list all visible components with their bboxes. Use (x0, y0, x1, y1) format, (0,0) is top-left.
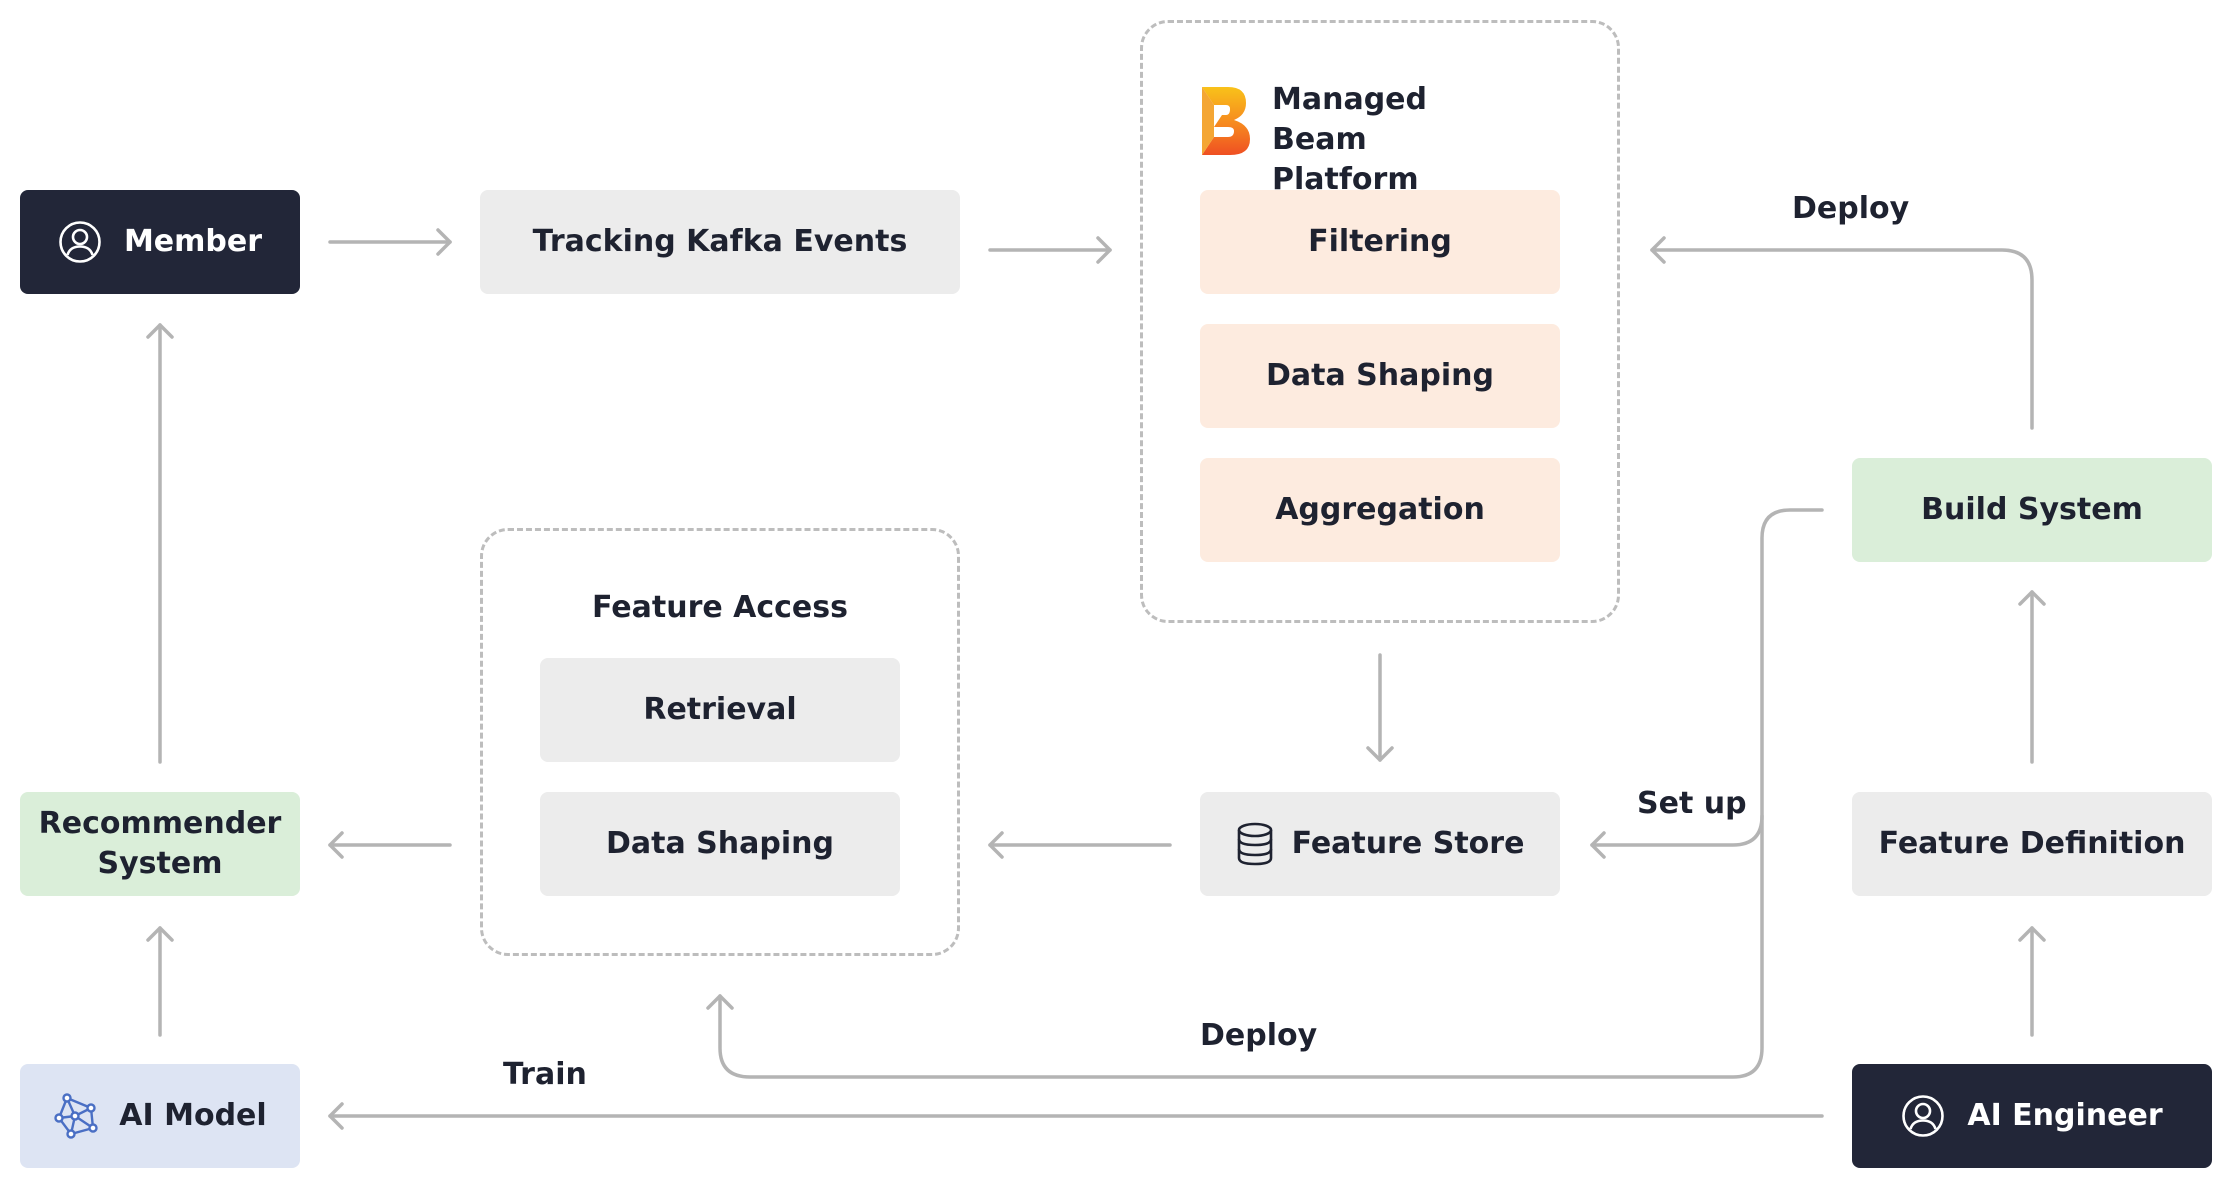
edge-feature-store-to-access (988, 831, 1172, 859)
beam-data-shaping-node: Data Shaping (1200, 324, 1560, 428)
beam-data-shaping-label: Data Shaping (1266, 357, 1494, 393)
edge-model-to-recommender (146, 926, 174, 1037)
beam-logo (1202, 87, 1250, 155)
ai-model-label: AI Model (119, 1097, 267, 1133)
member-label: Member (123, 223, 263, 259)
feature-definition-label: Feature Definition (1878, 825, 2186, 861)
feature-store-label: Feature Store (1291, 825, 1525, 861)
member-node: Member (20, 190, 300, 294)
aggregation-label: Aggregation (1275, 491, 1485, 527)
recommender-system-node: Recommender System (20, 792, 300, 896)
filtering-node: Filtering (1200, 190, 1560, 294)
network-model-icon (53, 1092, 101, 1140)
database-icon (1236, 822, 1274, 866)
edge-engineer-to-model (328, 1102, 1824, 1130)
beam-platform-group (1140, 20, 1620, 623)
edge-recommender-to-member (146, 323, 174, 764)
filtering-label: Filtering (1308, 223, 1452, 259)
beam-platform-title: Managed Beam Platform (1272, 82, 1427, 197)
ai-model-node: AI Model (20, 1064, 300, 1168)
edge-beam-to-feature-store (1366, 653, 1394, 762)
build-system-node: Build System (1852, 458, 2212, 562)
build-system-label: Build System (1921, 491, 2143, 527)
ai-engineer-label: AI Engineer (1967, 1097, 2163, 1133)
edge-definition-to-build (2018, 590, 2046, 764)
feature-store-node: Feature Store (1200, 792, 1560, 896)
deploy-top-label: Deploy (1792, 191, 1910, 226)
retrieval-label: Retrieval (643, 691, 797, 727)
edge-build-to-store-and-access (706, 508, 1824, 1079)
edge-tracking-to-beam (988, 236, 1112, 264)
edge-build-to-beam (1650, 236, 2034, 430)
feature-access-title: Feature Access (592, 590, 848, 625)
recommender-system-label: Recommender System (38, 805, 282, 882)
train-label: Train (503, 1057, 587, 1092)
set-up-label: Set up (1637, 786, 1747, 821)
user-circle-icon (1901, 1094, 1945, 1138)
edge-access-to-recommender (328, 831, 452, 859)
edge-member-to-tracking (328, 228, 452, 256)
tracking-kafka-events-node: Tracking Kafka Events (480, 190, 960, 294)
aggregation-node: Aggregation (1200, 458, 1560, 562)
feature-definition-node: Feature Definition (1852, 792, 2212, 896)
tracking-kafka-events-label: Tracking Kafka Events (532, 223, 908, 259)
user-circle-icon (58, 220, 102, 264)
feature-access-group (480, 528, 960, 956)
access-data-shaping-node: Data Shaping (540, 792, 900, 896)
ai-engineer-node: AI Engineer (1852, 1064, 2212, 1168)
deploy-bottom-label: Deploy (1200, 1018, 1318, 1053)
retrieval-node: Retrieval (540, 658, 900, 762)
edge-engineer-to-definition (2018, 926, 2046, 1037)
access-data-shaping-label: Data Shaping (606, 825, 834, 861)
